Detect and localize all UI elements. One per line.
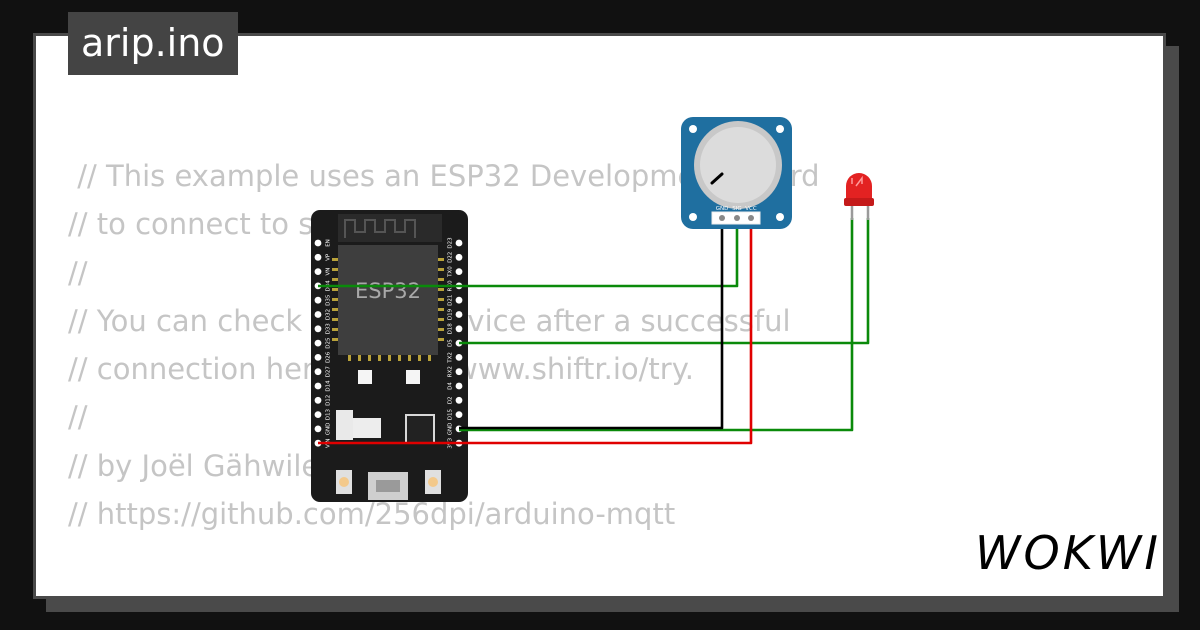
left-pin-hole[interactable] (314, 382, 322, 390)
right-pin-hole[interactable] (455, 382, 463, 390)
simulator-canvas: // This example uses an ESP32 Developmen… (33, 33, 1166, 599)
left-pin-hole[interactable] (314, 425, 322, 433)
code-line: // https://github.com/256dpi/arduino-mqt… (68, 497, 676, 532)
esp32-chip (338, 245, 438, 355)
right-pin-label: D15 (448, 408, 454, 420)
left-pin-label: EN (326, 239, 332, 247)
right-pin-label: GND (448, 423, 454, 436)
right-pin-hole[interactable] (455, 411, 463, 418)
right-pin-hole[interactable] (455, 296, 463, 304)
right-pin-hole[interactable] (455, 396, 463, 404)
left-pin-hole[interactable] (314, 411, 322, 418)
left-pin-hole[interactable] (314, 239, 322, 247)
right-pin-label: RX2 (448, 366, 454, 377)
left-pin-label: D14 (326, 380, 332, 392)
right-pin-hole[interactable] (455, 239, 463, 247)
left-pin-label: GND (326, 423, 332, 436)
left-pin-hole[interactable] (314, 396, 322, 404)
wokwi-logo: WOKWI (975, 526, 1161, 580)
left-pin-label: D27 (326, 366, 332, 378)
right-pin-label: TX0 (448, 266, 454, 278)
code-line: // (68, 255, 88, 290)
left-pin-label: D25 (326, 337, 332, 349)
left-pin-hole[interactable] (314, 311, 322, 318)
right-pin-label: D22 (448, 252, 454, 263)
pot-pin-label: SIG (732, 206, 741, 212)
pot-pin-label: VCC (745, 206, 757, 212)
left-pin-label: D32 (326, 309, 332, 320)
right-pin-label: D2 (448, 396, 454, 404)
left-pin-label: D12 (326, 395, 332, 406)
right-pin-hole[interactable] (455, 253, 463, 261)
left-pin-hole[interactable] (314, 339, 322, 347)
red-led[interactable] (844, 173, 874, 220)
potentiometer[interactable]: GND SIG VCC (681, 117, 792, 229)
left-pin-hole[interactable] (314, 296, 322, 304)
wire-led-anode[interactable] (459, 218, 870, 345)
esp32-antenna (338, 214, 442, 242)
left-pin-label: D26 (326, 351, 332, 363)
right-pin-label: D5 (448, 339, 454, 347)
left-pin-label: VN (326, 268, 332, 276)
voltage-regulator (336, 410, 353, 440)
left-pin-hole[interactable] (314, 354, 322, 361)
right-pin-label: D21 (448, 295, 454, 306)
en-button[interactable] (336, 470, 352, 494)
pot-pin-label: GND (716, 206, 729, 212)
code-line: // by Joël Gähwiler (68, 448, 332, 483)
led-body (846, 173, 872, 200)
right-pin-label: D23 (448, 237, 454, 249)
left-pin-label: D13 (326, 408, 332, 420)
wire-led-cathode[interactable] (459, 218, 854, 432)
wire-vcc[interactable] (318, 218, 753, 445)
right-pin-hole[interactable] (455, 325, 463, 333)
usb-uart-chip (405, 414, 435, 444)
left-pin-hole[interactable] (314, 268, 322, 275)
right-pin-label: D19 (448, 308, 454, 320)
esp32-chip-label: ESP32 (355, 279, 421, 303)
project-title: arip.ino (68, 12, 238, 75)
right-pin-hole[interactable] (455, 354, 463, 361)
right-pin-hole[interactable] (455, 268, 463, 275)
wire-sig[interactable] (318, 218, 739, 288)
right-pin-label: D4 (448, 382, 454, 390)
boot-button[interactable] (425, 470, 441, 494)
potentiometer-knob[interactable] (700, 127, 776, 203)
right-pin-hole[interactable] (455, 311, 463, 318)
left-pin-hole[interactable] (314, 368, 322, 376)
knob-indicator (710, 172, 724, 185)
right-pin-label: TX2 (448, 352, 454, 364)
left-pin-label: D33 (326, 323, 332, 335)
wire-gnd[interactable] (459, 218, 724, 430)
esp32-board[interactable]: ESP32 ENVPVND34D35D32D33D25D26D27D14D12D… (311, 210, 468, 502)
left-pin-hole[interactable] (314, 253, 322, 261)
left-pin-hole[interactable] (314, 325, 322, 333)
code-line: // (68, 400, 88, 435)
right-pin-label: D18 (448, 323, 454, 335)
code-line: #include <WiFi.h> (68, 594, 342, 596)
left-pin-label: D35 (326, 294, 332, 306)
left-pin-label: VP (326, 253, 332, 261)
wires (318, 218, 870, 445)
right-pin-hole[interactable] (455, 368, 463, 376)
